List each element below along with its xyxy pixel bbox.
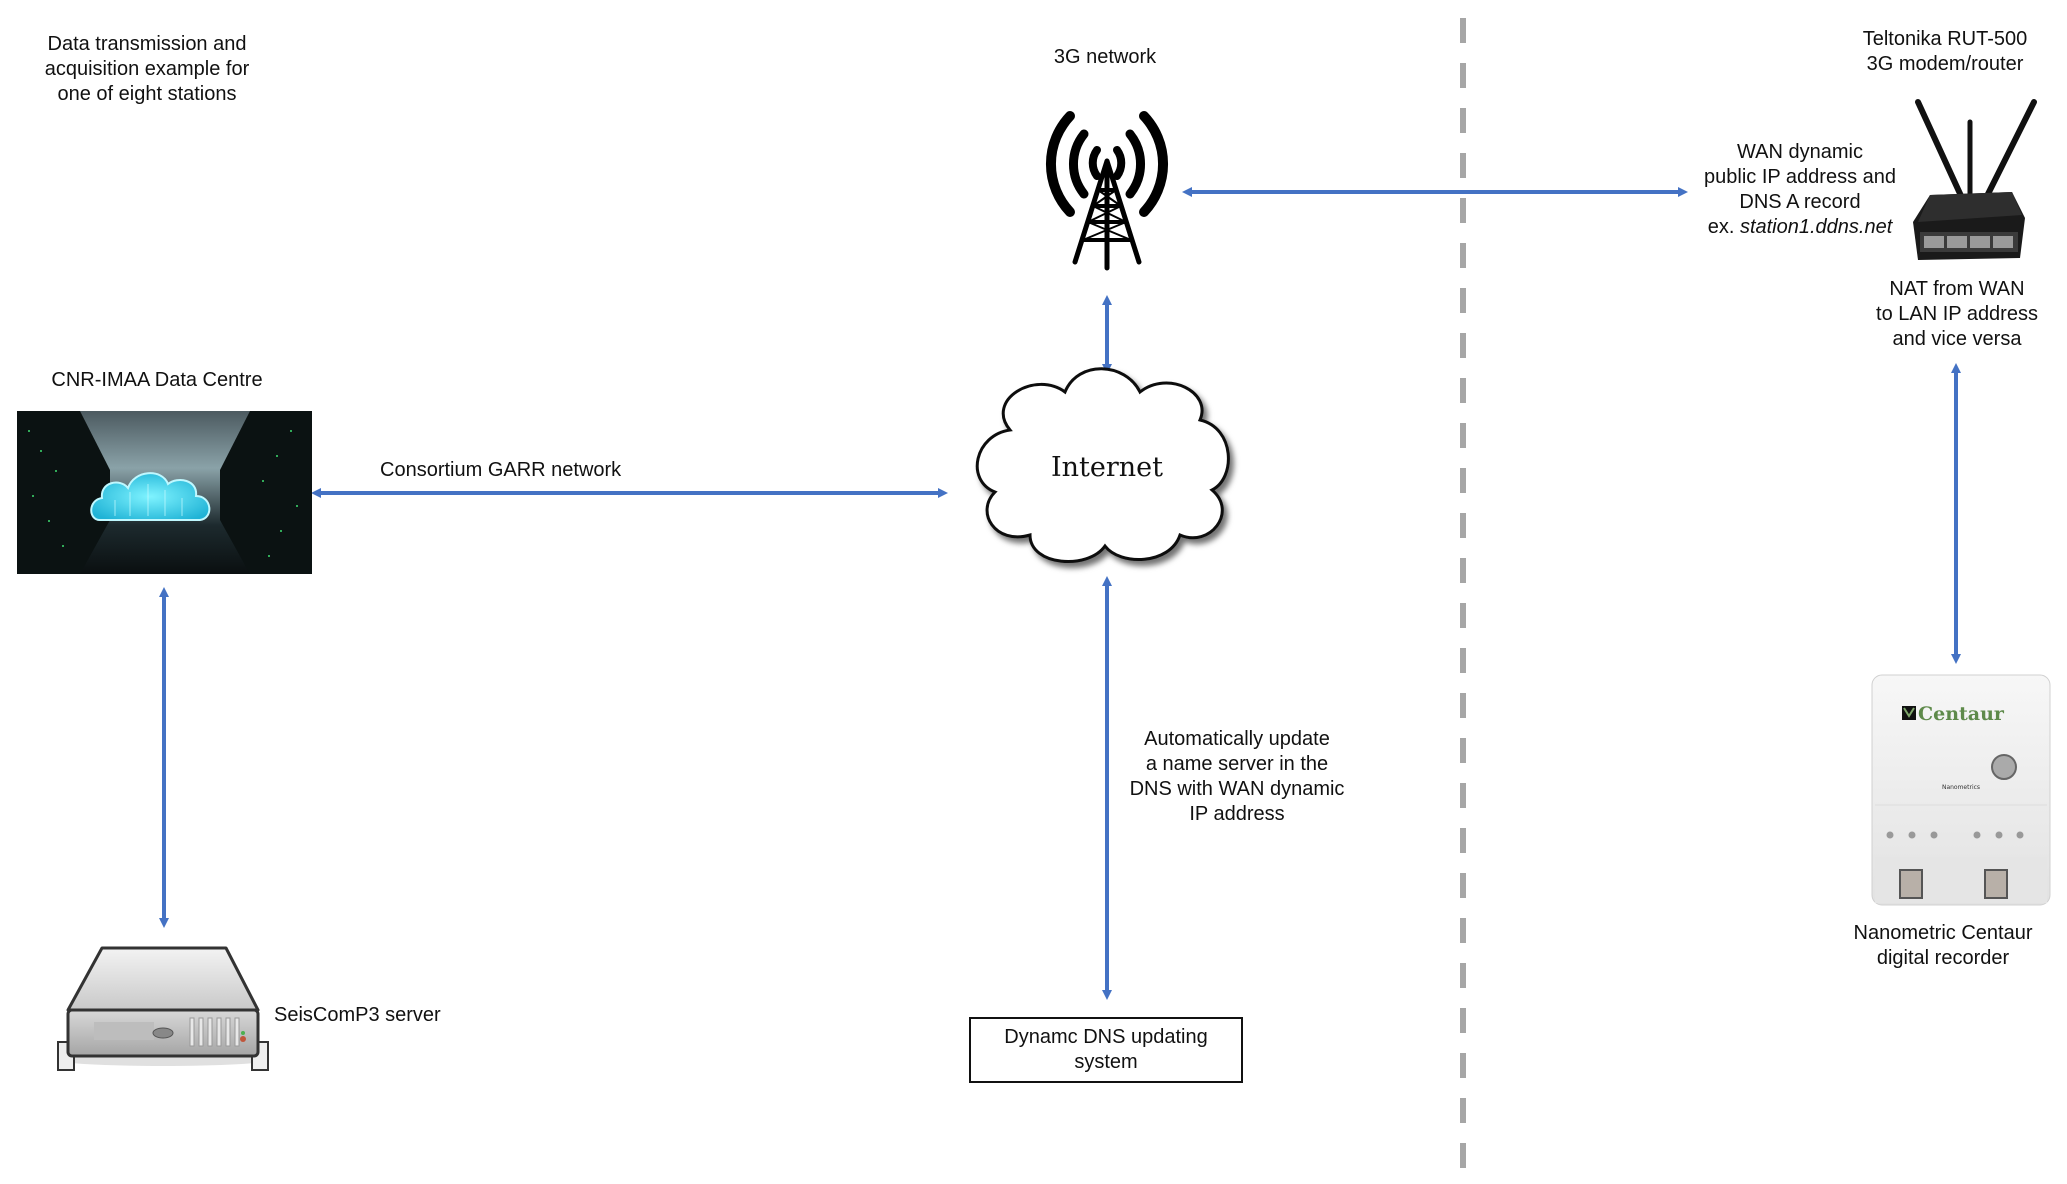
wan-example-line: ex. station1.ddns.net [1704,215,1896,240]
router-icon [1913,99,2037,260]
dns-box-line: system [1074,1051,1138,1073]
digitizer-icon: Centaur Nanometrics [1871,674,2051,906]
router-label: Teltonika RUT-500 3G modem/router [1863,27,2028,77]
wan-label-line: DNS A record [1739,191,1861,213]
recorder-label: Nanometric Centaur digital recorder [1854,921,2033,971]
nat-label-line: NAT from WAN [1889,278,2025,300]
title-line: Data transmission and [47,33,247,55]
garr-network-label: Consortium GARR network [380,459,622,481]
dns-update-line: IP address [1189,803,1285,825]
cell-tower-icon [1045,111,1169,271]
dns-box-line: Dynamc DNS updating [1004,1026,1208,1048]
dynamic-dns-system-box: Dynamc DNS updating system [969,1017,1243,1083]
nat-label-line: and vice versa [1892,328,2022,350]
router-label-line: 3G modem/router [1866,53,2024,75]
internet-label: Internet [1050,452,1164,483]
server-icon [57,946,269,1071]
title-line: acquisition example for [44,58,250,80]
wan-example-host: station1.ddns.net [1739,216,1893,238]
network-3g-label: 3G network [1053,46,1157,68]
recorder-label-line: Nanometric Centaur [1853,922,2033,944]
title-line: one of eight stations [57,83,237,105]
recorder-label-line: digital recorder [1876,947,2010,969]
dns-update-line: DNS with WAN dynamic [1129,778,1345,800]
wan-label-line: WAN dynamic [1737,141,1863,163]
seiscomp-server-label: SeisComP3 server [274,1004,441,1026]
wan-example-prefix: ex. [1707,216,1740,238]
cloud-icon [975,367,1230,563]
data-centre-label: CNR-IMAA Data Centre [51,369,263,391]
dns-update-label: Automatically update a name server in th… [1130,727,1345,827]
wan-address-label: WAN dynamic public IP address and DNS A … [1704,140,1896,240]
dns-update-line: a name server in the [1145,753,1329,775]
diagram-title: Data transmission and acquisition exampl… [45,32,250,107]
nanometrics-brand-text: Nanometrics [1942,784,1980,791]
centaur-brand-text: Centaur [1918,703,2005,725]
datacenter-cloud-image [17,411,312,574]
nat-label: NAT from WAN to LAN IP address and vice … [1876,277,2038,352]
wan-label-line: public IP address and [1704,166,1896,188]
router-label-line: Teltonika RUT-500 [1862,28,2028,50]
dns-update-line: Automatically update [1144,728,1330,750]
nat-label-line: to LAN IP address [1876,303,2038,325]
